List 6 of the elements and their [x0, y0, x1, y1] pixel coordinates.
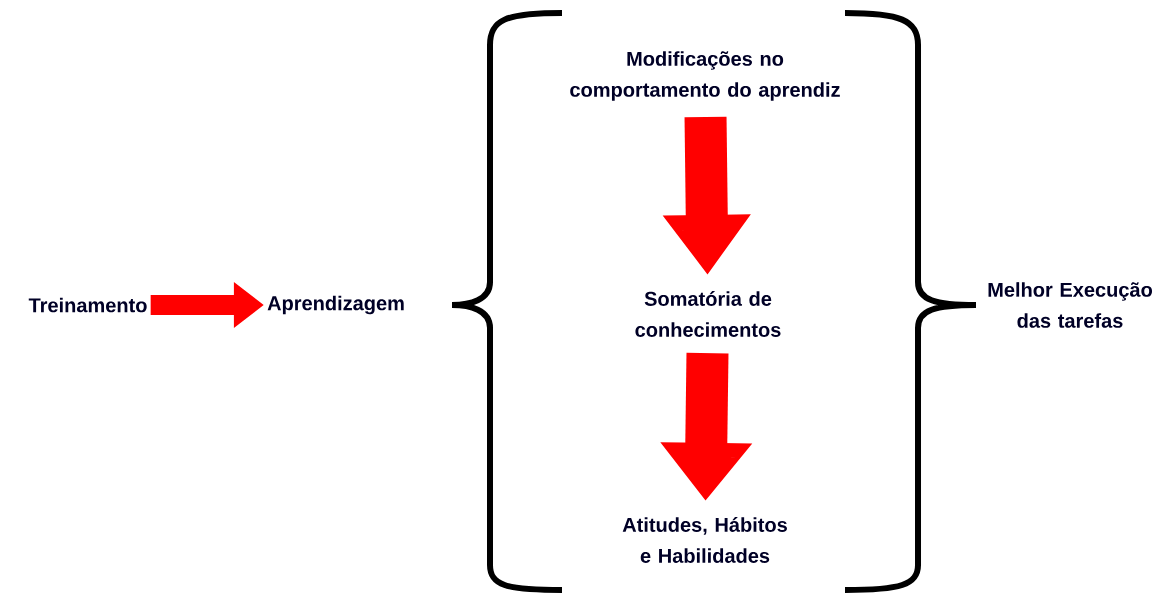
text-label: Modificações no comportamento do aprendiz	[570, 51, 840, 101]
text-label: Somatória de conhecimentos	[635, 291, 781, 337]
text-label: Atitudes, Hábitos e Habilidades	[622, 517, 787, 563]
text-label: Aprendizagem	[267, 295, 404, 315]
text-label: Melhor Execução das tarefas	[988, 282, 1152, 328]
text-label: Treinamento	[28, 297, 147, 313]
